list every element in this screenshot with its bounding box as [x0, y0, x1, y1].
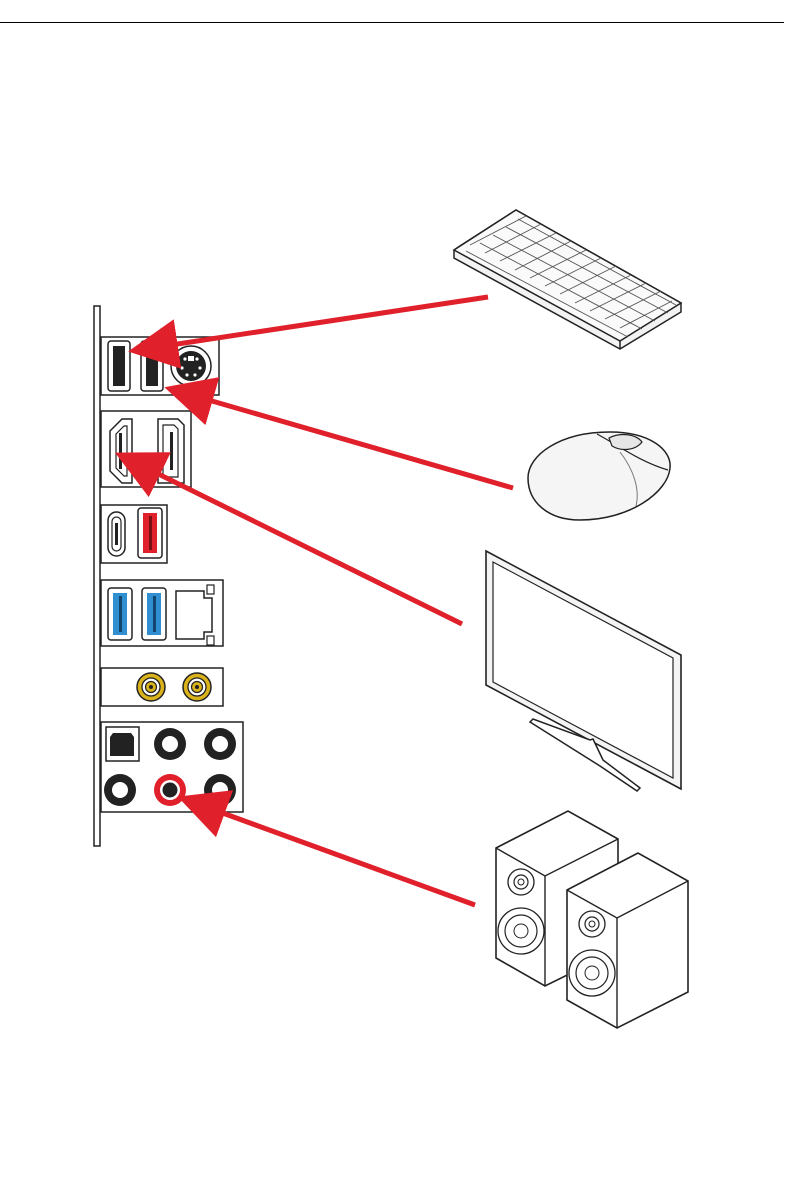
audio-jack — [204, 774, 236, 806]
usb-c-port — [108, 512, 125, 556]
lan-port — [176, 585, 214, 645]
hdmi-port — [110, 419, 132, 483]
optical-spdif-out — [106, 727, 139, 761]
audio-jack — [104, 774, 136, 806]
wifi-antenna-group — [101, 668, 223, 706]
hdmi-displayport-group — [101, 411, 191, 487]
audio-group — [101, 722, 243, 812]
usb3-port-blue — [108, 588, 132, 640]
usb-port-red — [138, 508, 162, 558]
usb-c-usb-red-group — [101, 505, 167, 563]
keyboard-icon — [454, 210, 681, 349]
keyboard-arrow — [138, 297, 488, 350]
mouse-icon — [528, 432, 670, 520]
line-out-jack — [154, 774, 186, 806]
audio-jack — [154, 728, 186, 760]
ps2-port — [171, 346, 211, 386]
speaker-arrow — [187, 800, 475, 905]
audio-jack — [204, 728, 236, 760]
speakers-icon — [496, 811, 688, 1028]
monitor-icon — [486, 551, 681, 791]
antenna-connector — [137, 673, 165, 701]
antenna-connector — [183, 673, 211, 701]
io-panel — [94, 306, 243, 846]
usb3-lan-group — [101, 580, 223, 646]
io-shield-edge — [94, 306, 100, 846]
mouse-arrow — [174, 390, 513, 488]
usb3-port-blue — [142, 588, 166, 640]
